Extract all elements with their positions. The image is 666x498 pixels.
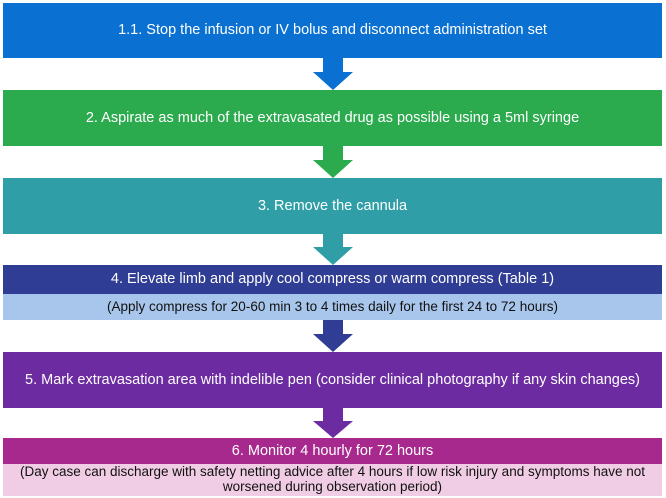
step-2-box: 2. Aspirate as much of the extravasated … [3, 90, 662, 146]
arrow-down-icon [313, 320, 353, 352]
arrow-down-icon [313, 146, 353, 178]
step-3-text: 3. Remove the cannula [257, 197, 408, 214]
step-2-text: 2. Aspirate as much of the extravasated … [85, 109, 580, 126]
step-6-box: 6. Monitor 4 hourly for 72 hours [3, 438, 662, 464]
step-6-text: 6. Monitor 4 hourly for 72 hours [231, 442, 434, 459]
arrow-down-icon [313, 58, 353, 90]
step-4-note: (Apply compress for 20-60 min 3 to 4 tim… [3, 294, 662, 320]
step-1-text: 1.1. Stop the infusion or IV bolus and d… [118, 22, 547, 39]
step-5-text: 5. Mark extravasation area with indelibl… [25, 371, 640, 388]
arrow-down-icon [313, 408, 353, 438]
step-4-note-text: (Apply compress for 20-60 min 3 to 4 tim… [107, 299, 558, 315]
step-1-box: 1.1. Stop the infusion or IV bolus and d… [3, 3, 662, 58]
step-6-note: (Day case can discharge with safety nett… [3, 464, 662, 496]
step-6-note-text: (Day case can discharge with safety nett… [19, 464, 646, 494]
step-4-text: 4. Elevate limb and apply cool compress … [110, 271, 555, 288]
arrow-down-icon [313, 234, 353, 265]
step-5-box: 5. Mark extravasation area with indelibl… [3, 352, 662, 408]
step-3-box: 3. Remove the cannula [3, 178, 662, 234]
step-4-box: 4. Elevate limb and apply cool compress … [3, 265, 662, 294]
